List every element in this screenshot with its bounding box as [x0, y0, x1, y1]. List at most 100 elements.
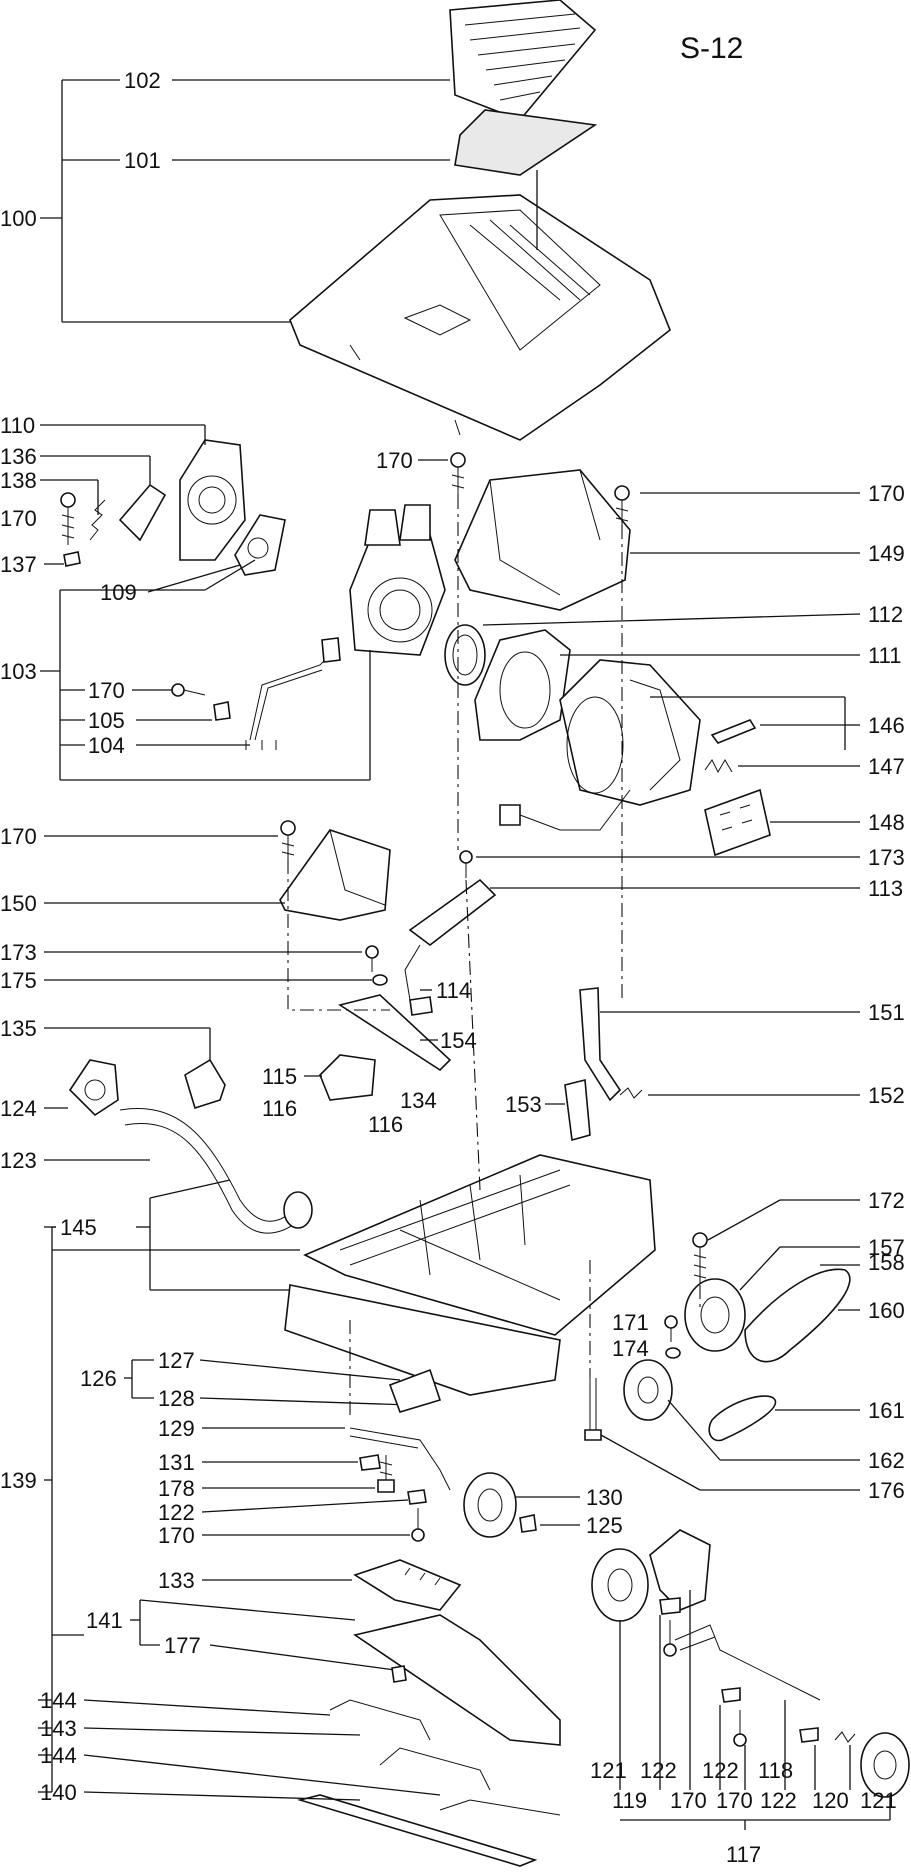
- leader-176: [600, 1434, 701, 1491]
- screw-170-a: [60, 492, 76, 545]
- bracket-119: [649, 1529, 711, 1611]
- pulley-157: [684, 1278, 746, 1352]
- callout-175: 175: [0, 968, 37, 993]
- callout-103: 103: [0, 659, 37, 684]
- callout-170-h: 170: [716, 1788, 753, 1813]
- callout-158: 158: [868, 1250, 905, 1275]
- spring-120: [834, 1731, 856, 1743]
- callout-147: 147: [868, 754, 905, 779]
- leader-127: [199, 1359, 401, 1381]
- leader-109: [147, 564, 241, 593]
- callout-105: 105: [88, 708, 125, 733]
- callout-161: 161: [868, 1398, 905, 1423]
- bolt-176: [584, 1378, 602, 1441]
- hose-holder-124: [68, 1059, 119, 1117]
- callout-113: 113: [868, 876, 903, 901]
- callout-170-b: 170: [88, 678, 125, 703]
- callout-122-b: 122: [640, 1758, 677, 1783]
- callout-135: 135: [0, 1016, 37, 1041]
- callout-149: 149: [868, 541, 905, 566]
- callout-126: 126: [80, 1366, 117, 1391]
- callout-122-a: 122: [158, 1500, 195, 1525]
- leader-128: [199, 1397, 411, 1406]
- callout-152: 152: [868, 1083, 905, 1108]
- rod-129: [349, 1427, 451, 1491]
- callout-170-e: 170: [0, 824, 37, 849]
- bumper-strip: [284, 1284, 561, 1396]
- screw-170-h: [733, 1710, 747, 1747]
- alignment-line: [287, 860, 390, 1011]
- leader-112: [482, 613, 861, 626]
- callout-170-g: 170: [670, 1788, 707, 1813]
- callout-118: 118: [758, 1758, 793, 1783]
- bracket-136: [118, 483, 167, 542]
- callout-150: 150: [0, 891, 37, 916]
- latch-127: [388, 1368, 442, 1413]
- callout-119: 119: [612, 1788, 647, 1813]
- axle-118: [674, 1624, 821, 1701]
- screw-173-b: [365, 945, 379, 972]
- screw-170-d: [614, 485, 630, 525]
- flap-109: [234, 514, 286, 576]
- callout-157: 157: [868, 1235, 905, 1260]
- diagram-title: S-12: [680, 32, 743, 65]
- bracket-117: [619, 1590, 891, 1830]
- motor-cover-149: [454, 469, 631, 611]
- leader-162: [667, 1399, 721, 1461]
- cap-125: [519, 1514, 537, 1533]
- hose-123: [119, 1108, 313, 1234]
- callout-131: 131: [158, 1450, 195, 1475]
- callout-115: 115: [262, 1064, 297, 1089]
- callout-117: 117: [726, 1842, 761, 1867]
- wheel-121-a: [591, 1548, 649, 1622]
- callout-102: 102: [124, 68, 161, 93]
- leader-144b: [83, 1754, 441, 1796]
- callout-162: 162: [868, 1448, 905, 1473]
- clip-122-b: [659, 1597, 681, 1615]
- callout-127: 127: [158, 1348, 195, 1373]
- callout-122-d: 122: [760, 1788, 797, 1813]
- callout-112: 112: [868, 602, 903, 627]
- callout-178: 178: [158, 1476, 195, 1501]
- duct-150: [279, 829, 391, 921]
- callout-121-b: 121: [860, 1788, 897, 1813]
- motor-shroud-111: [474, 629, 571, 741]
- washer-174: [665, 1347, 681, 1359]
- callout-125: 125: [586, 1513, 623, 1538]
- callout-173-b: 173: [0, 940, 37, 965]
- wheel-121-b: [860, 1732, 910, 1798]
- leader-122a: [201, 1499, 409, 1513]
- side-housing-110: [179, 439, 246, 561]
- bracket-plate-148: [704, 788, 771, 857]
- callout-128: 128: [158, 1386, 195, 1411]
- callout-154: 154: [440, 1028, 477, 1053]
- plate-105: [213, 701, 231, 721]
- bracket-141: [130, 1599, 356, 1646]
- callout-114: 114: [436, 978, 471, 1003]
- screw-178: [377, 1455, 395, 1493]
- bumper-115: [319, 1054, 376, 1101]
- callout-153: 153: [505, 1092, 542, 1117]
- callout-134: 134: [400, 1088, 437, 1113]
- leader-177: [209, 1644, 396, 1671]
- pedal-153: [564, 1078, 591, 1142]
- leader-143: [83, 1727, 361, 1736]
- callout-173-a: 173: [868, 845, 905, 870]
- screw-170-b: [171, 683, 206, 697]
- bracket-145: [44, 1179, 290, 1291]
- bolt-177: [391, 1665, 407, 1683]
- bracket-126: [124, 1359, 154, 1399]
- leader-172: [707, 1199, 781, 1241]
- screw-170-g: [663, 1620, 677, 1657]
- callout-133: 133: [158, 1568, 195, 1593]
- bottom-plate-140: [296, 1794, 538, 1867]
- sole-plate-133: [353, 1559, 462, 1611]
- spring-138: [89, 499, 106, 541]
- callout-151: 151: [868, 1000, 905, 1025]
- callout-120: 120: [812, 1788, 849, 1813]
- screw-172: [692, 1232, 708, 1285]
- base-housing-145: [303, 1154, 656, 1336]
- motor-146: [559, 659, 757, 806]
- callout-174: 174: [612, 1336, 649, 1361]
- leader-144a: [83, 1699, 331, 1716]
